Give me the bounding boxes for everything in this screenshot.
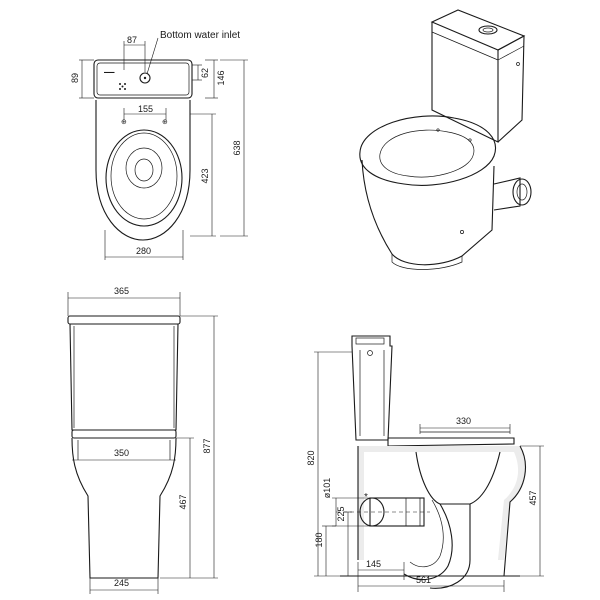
iso-flush-button: [478, 25, 498, 35]
star-marker: *: [364, 492, 368, 503]
dim-245: 245: [114, 578, 129, 588]
front-seat-band: [71, 429, 177, 439]
top-view: ▬▬▬ ⊕ ⊕ 87 Bottom water inlet 89 62: [70, 30, 248, 260]
inlet-dot: [143, 76, 147, 80]
inlet-grid-icon: ▬▬▬: [104, 70, 126, 90]
svg-text:▬▬▬: ▬▬▬: [104, 70, 115, 74]
dim-561: 561: [416, 575, 431, 585]
bottom-water-inlet-label: Bottom water inlet: [160, 30, 240, 41]
dim-350: 350: [114, 448, 129, 458]
dim-330: 330: [456, 416, 471, 426]
front-bowl-body: [71, 437, 177, 579]
top-view-bowl-outline: [95, 100, 191, 241]
dim-457: 457: [528, 490, 538, 505]
side-cistern: [351, 335, 393, 441]
top-view-bowl-opening: [125, 147, 163, 189]
side-view: * 330 820 ø101 225 180 145 561: [306, 335, 544, 592]
iso-outlet-pipe: [493, 177, 521, 211]
iso-bowl-rim: [359, 115, 496, 186]
side-bowl-shell: [358, 446, 526, 560]
iso-cistern-side: [497, 35, 525, 143]
iso-bowl-inner: [379, 129, 475, 178]
dim-145: 145: [366, 559, 381, 569]
dim-89: 89: [70, 73, 80, 83]
dim-467: 467: [178, 494, 188, 509]
side-seat: [387, 437, 515, 447]
dim-146: 146: [216, 70, 226, 85]
dim-280: 280: [136, 246, 151, 256]
top-view-cistern-inner: [96, 62, 190, 96]
front-view: 365 350 877 467 245: [67, 286, 218, 594]
front-cistern-lid: [67, 315, 181, 325]
side-trap: [415, 451, 501, 505]
iso-bowl-body: [361, 159, 495, 266]
dim-423: 423: [200, 168, 210, 183]
fixing-mark-left: ⊕: [121, 118, 127, 126]
dim-365: 365: [114, 286, 129, 296]
top-view-drain: [134, 158, 154, 182]
dim-877: 877: [202, 438, 212, 453]
top-view-cistern: [93, 59, 193, 99]
dim-638: 638: [232, 140, 242, 155]
bottom-water-inlet-circle: [139, 72, 151, 84]
front-cistern-body: [69, 323, 179, 431]
isometric-view: [359, 9, 532, 270]
dim-87: 87: [127, 35, 137, 45]
dim-101: ø101: [322, 478, 332, 499]
dim-180: 180: [314, 532, 324, 547]
fixing-mark-right: ⊕: [162, 118, 168, 126]
dim-155: 155: [138, 104, 153, 114]
dim-225: 225: [336, 506, 346, 521]
dim-62: 62: [200, 68, 210, 78]
top-view-seat-inner: [110, 132, 178, 220]
iso-outlet-end: [512, 178, 532, 206]
iso-cistern-front: [431, 22, 499, 143]
top-view-seat: [105, 129, 183, 227]
dim-820: 820: [306, 450, 316, 465]
